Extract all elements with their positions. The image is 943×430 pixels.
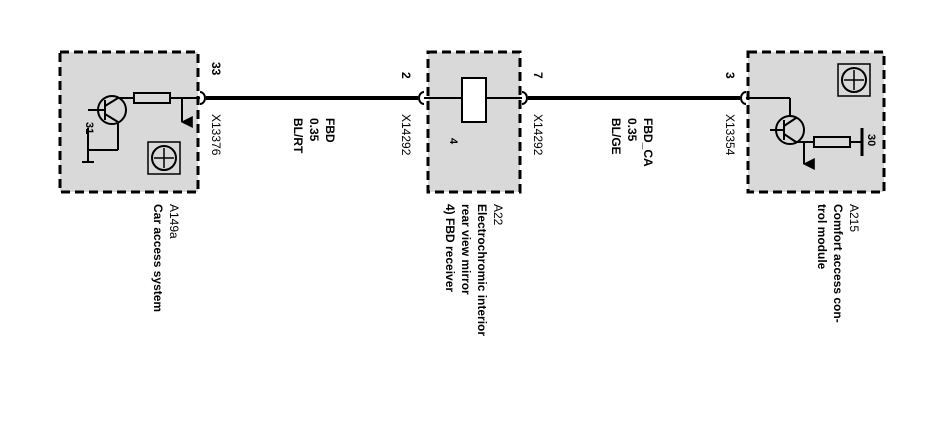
component-box-a149a [58,50,200,194]
pin-number-a215: 3 [723,72,737,79]
svg-text:BL/GE: BL/GE [609,118,623,155]
a22-internal-label: 4 [447,138,459,145]
svg-text:A22: A22 [491,204,505,226]
svg-text:FBD_CA: FBD_CA [641,118,655,167]
connector-x14292-right: X14292 [531,114,545,156]
connector-x13354: X13354 [723,114,737,156]
connector-x14292-left: X14292 [399,114,413,156]
component-label-a22: A22 Electrochromic interior rear view mi… [443,204,505,336]
a149a-internal-label: 31 [83,122,95,134]
module-symbol-a149a [147,141,181,175]
wire-label-fbd-ca: FBD_CA 0.35 BL/GE [609,118,655,167]
module-symbol-a215 [837,63,871,97]
pin-symbol-2 [418,91,425,105]
svg-text:Electrochromic interior: Electrochromic interior [475,204,489,336]
component-label-a149a: A149a Car access system [151,204,181,312]
svg-text:BL/RT: BL/RT [291,118,305,154]
wire-label-fbd: FBD 0.35 BL/RT [291,118,337,154]
pin-number-a22-left: 2 [399,72,413,79]
svg-text:Comfort access con-: Comfort access con- [831,204,845,323]
svg-text:0.35: 0.35 [625,118,639,142]
pin-number-a22-right: 7 [531,72,545,79]
svg-text:A149a: A149a [167,204,181,239]
a215-internal-label: 30 [865,134,877,146]
svg-text:Car access system: Car access system [151,204,165,312]
svg-text:0.35: 0.35 [307,118,321,142]
a22-internal-circuit [424,77,522,123]
component-box-a215 [746,50,886,194]
a215-internal-circuit [746,63,871,170]
pin-symbol-7 [521,91,528,105]
coil-symbol [461,77,487,123]
svg-text:A215: A215 [847,204,861,232]
svg-text:4) FBD receiver: 4) FBD receiver [443,204,457,292]
svg-text:trol module: trol module [815,204,829,270]
pin-number-a149a: 33 [209,62,223,76]
pin-symbol-33 [199,91,206,105]
a149a-internal-circuit [82,92,200,175]
svg-text:FBD: FBD [323,118,337,143]
svg-text:rear view mirror: rear view mirror [459,204,473,295]
component-label-a215: A215 Comfort access con- trol module [815,204,861,323]
connector-x13376: X13376 [209,114,223,156]
pin-symbol-3 [740,91,747,105]
